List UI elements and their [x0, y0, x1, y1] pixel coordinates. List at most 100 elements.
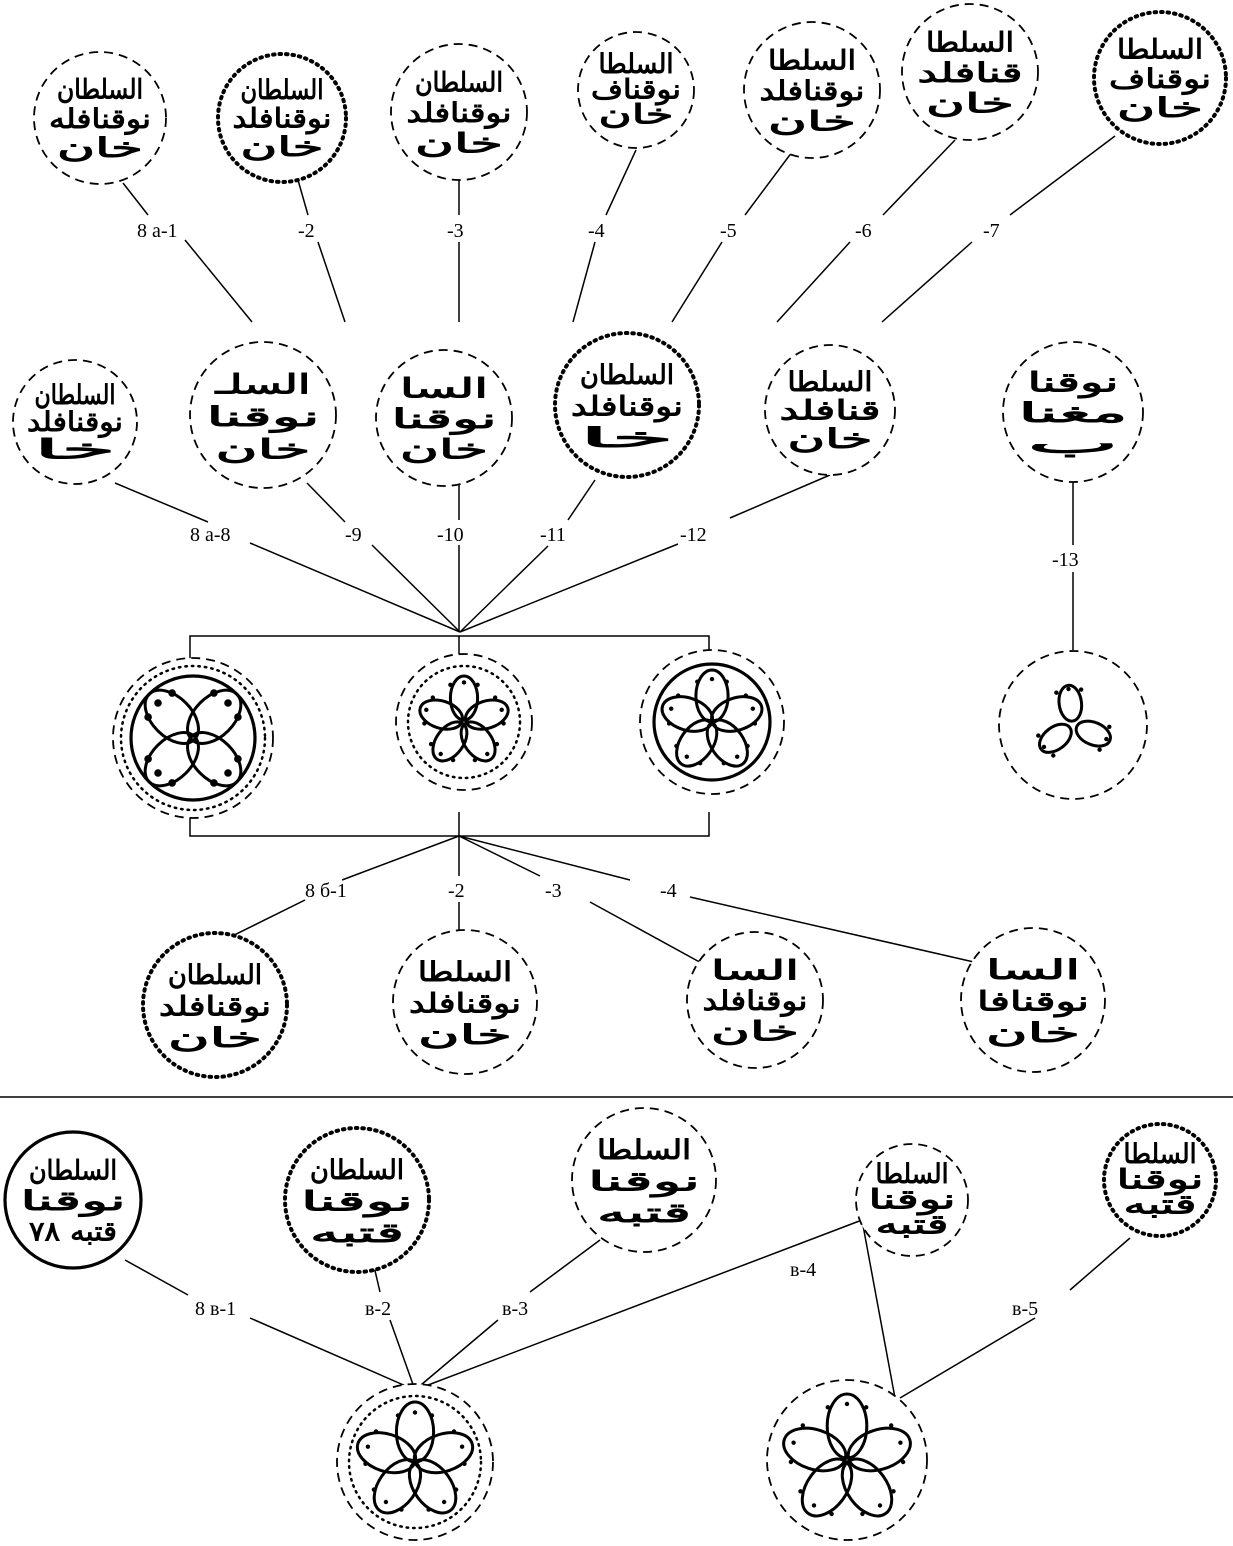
ornament-dot: [752, 721, 758, 726]
label-a6: -6: [855, 220, 872, 242]
ornament-dot: [829, 1511, 834, 1517]
coin-legend-line: خان: [415, 129, 503, 160]
rosette-coin-6: [766, 1379, 928, 1541]
label-a3: -3: [447, 220, 464, 242]
petal: [1038, 722, 1073, 754]
label-v1: 8 в-1: [195, 1298, 236, 1320]
label-a11: -11: [540, 524, 566, 546]
coin-rim: [764, 344, 896, 476]
ornament-dot: [745, 743, 750, 749]
coin-legend-line: خان: [57, 133, 143, 164]
ornament-dot: [168, 689, 176, 697]
ornament-dot: [383, 1499, 389, 1505]
petal: [418, 698, 465, 731]
coin-legend-line: خان: [241, 132, 324, 163]
petal: [459, 720, 497, 763]
ornament-dot: [462, 1461, 467, 1467]
ornament-dot: [695, 679, 700, 684]
coin-legend-line: نوقنافلد: [233, 103, 332, 135]
ornament-dot: [224, 699, 232, 707]
ornament-dot: [666, 721, 672, 726]
coin-legend-line: السلطا: [926, 28, 1014, 59]
coin-rim: [1002, 341, 1144, 483]
petal: [186, 688, 243, 745]
rosette-coin-2: [395, 653, 533, 791]
ornament-dot: [426, 1507, 431, 1512]
ornament-dot: [450, 757, 456, 763]
coin-legend-line: خان: [418, 1020, 512, 1051]
coin-legend-line: قنافلد: [780, 395, 881, 426]
label-v4: в-4: [790, 1259, 816, 1281]
coin-legend-line: نوقنافلد: [407, 98, 512, 130]
coin-rim: [553, 331, 701, 479]
label-a5: -5: [720, 220, 737, 242]
coin-rim: [571, 1107, 717, 1253]
coin-legend-line: نوقنا: [588, 1167, 700, 1199]
petal: [143, 731, 200, 788]
coin-legend-line: نوقنافله: [49, 104, 151, 136]
label-a1: 8 а-1: [137, 220, 178, 242]
coin-legend-line: السلطان: [310, 1155, 404, 1186]
petal: [782, 1426, 848, 1473]
coin-rim: [392, 929, 538, 1075]
ornament-dot: [451, 1429, 457, 1434]
ornament-dot: [428, 741, 434, 747]
rosette-coin-4: [998, 650, 1148, 800]
ornament-dot: [144, 755, 152, 763]
coin-legend-line: خا: [580, 423, 674, 454]
petal: [355, 1431, 418, 1475]
coin-legend-line: خان: [926, 89, 1014, 120]
coin-rim: [283, 1126, 431, 1274]
ornament-dot: [800, 1423, 805, 1428]
ornament-dot: [438, 751, 443, 757]
coin-legend-line: نوقنا: [392, 404, 497, 436]
coin-legend-line: نوقنافلد: [760, 76, 865, 108]
ornament-dot: [735, 754, 740, 759]
ornament-dot: [493, 695, 498, 700]
label-v3: в-3: [502, 1298, 528, 1320]
ornament-dot: [412, 1410, 418, 1415]
coin-legend-line: خان: [400, 435, 488, 466]
coin-rim: [577, 31, 695, 149]
coin-legend-line: نوقناف: [591, 74, 681, 106]
coin-legend-line: قتبه ٧٨: [29, 1217, 117, 1248]
coin-legend-line: نوقنافلد: [703, 986, 808, 1018]
coin-legend-line: نوقنافا: [977, 987, 1089, 1019]
ornament-dot: [811, 1503, 817, 1508]
ornament-dot: [154, 699, 162, 707]
ornament-dot: [698, 761, 703, 766]
coin-rim: [375, 349, 513, 487]
ornament-dot: [154, 769, 162, 777]
ornament-dot: [429, 1413, 435, 1418]
coin-legend-line: ب: [1028, 429, 1119, 460]
coin-legend-line: قنافلد: [918, 58, 1023, 89]
ornament-dot: [825, 1405, 830, 1410]
coin-rim: [12, 359, 138, 485]
ornament-dot: [798, 1489, 803, 1494]
ornament-dot: [472, 757, 478, 763]
coin-rim: [743, 21, 881, 159]
coin-legend-line: نوقناف: [1109, 64, 1211, 96]
coin-rim: [33, 51, 167, 185]
ornament-dot: [459, 1444, 465, 1449]
ornament-dot: [898, 1440, 903, 1445]
ornament-dot: [1104, 736, 1109, 742]
coin-rim: [141, 931, 289, 1079]
ornament-dot: [1066, 686, 1071, 692]
ornament-dot: [168, 779, 176, 787]
label-b1: 8 б-1: [305, 880, 347, 902]
coin-legend-line: السلطان: [241, 75, 324, 106]
coin-legend-line: خان: [1117, 93, 1203, 124]
